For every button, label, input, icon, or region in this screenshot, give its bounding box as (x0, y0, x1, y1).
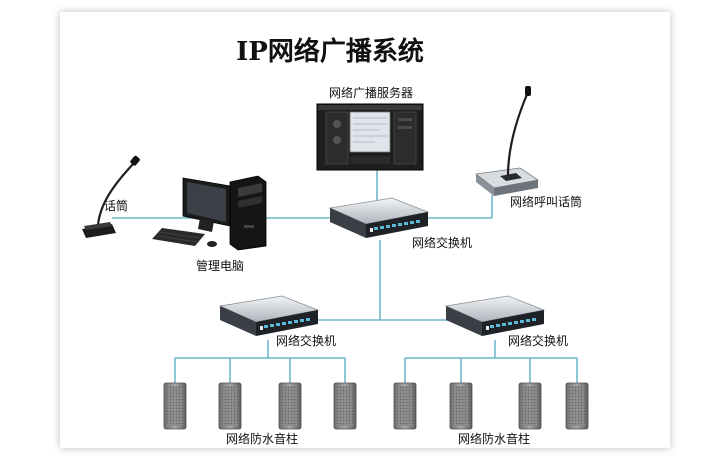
column-speaker-icon (333, 382, 357, 430)
speakers-right-label: 网络防水音柱 (458, 431, 530, 446)
server-label: 网络广播服务器 (329, 85, 413, 100)
paging-station-icon (475, 86, 540, 196)
speaker-group-right (393, 382, 589, 430)
switch-left-label: 网络交换机 (276, 333, 336, 348)
diagram-title: IP网络广播系统 (236, 36, 424, 67)
column-speaker-icon (163, 382, 187, 430)
rack-server-icon (316, 103, 424, 171)
desktop-computer-icon (152, 175, 267, 251)
network-switch-icon (329, 197, 429, 239)
switch-right-label: 网络交换机 (508, 333, 568, 348)
mic-label: 话筒 (104, 198, 128, 213)
speakers-left-label: 网络防水音柱 (226, 431, 298, 446)
column-speaker-icon (278, 382, 302, 430)
column-speaker-icon (518, 382, 542, 430)
column-speaker-icon (393, 382, 417, 430)
speaker-group-left (163, 382, 357, 430)
paging-label: 网络呼叫话筒 (510, 194, 582, 209)
network-switch-icon (219, 295, 319, 337)
column-speaker-icon (565, 382, 589, 430)
column-speaker-icon (449, 382, 473, 430)
network-switch-icon (445, 295, 545, 337)
microphone-icon (82, 155, 140, 238)
connection-lines (112, 168, 578, 383)
pc-label: 管理电脑 (196, 258, 244, 273)
switch-main-label: 网络交换机 (412, 235, 472, 250)
column-speaker-icon (218, 382, 242, 430)
